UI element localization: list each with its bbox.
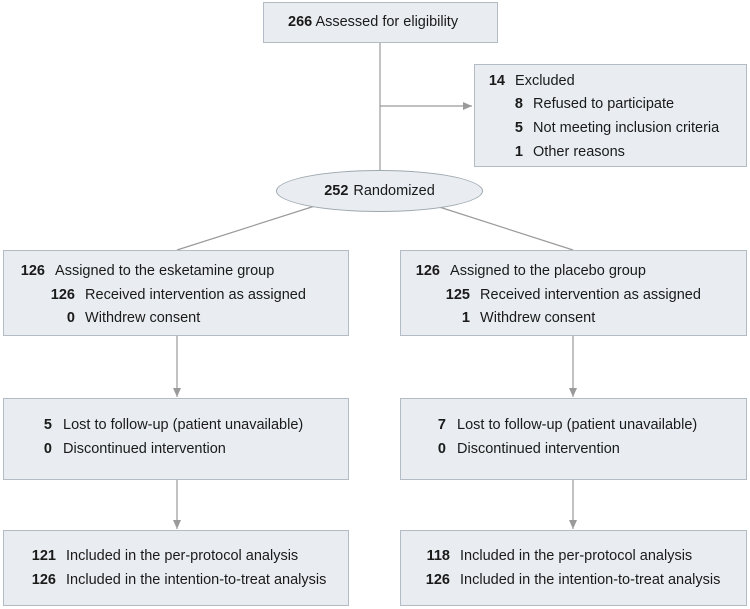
right-allocation-label: Assigned to the placebo group	[450, 263, 646, 279]
right-followup-count: 7	[437, 417, 446, 433]
assessed-count: 266	[288, 14, 313, 30]
right-analysis-label: Included in the per-protocol analysis	[460, 548, 693, 564]
right-allocation-item-label: Received intervention as assigned	[480, 287, 701, 303]
randomized-ellipse: 252 Randomized	[276, 170, 483, 212]
right-allocation-item-count: 1	[461, 310, 470, 326]
left-allocation-label: Assigned to the esketamine group	[55, 263, 275, 279]
right-allocation-item-label: Withdrew consent	[480, 310, 596, 326]
left-allocation-item-count: 126	[50, 287, 75, 303]
left-analysis-count: 126	[31, 572, 56, 588]
excluded-box: 14 Excluded 8 Refused to participate 5 N…	[474, 64, 747, 167]
left-followup-label: Lost to follow-up (patient unavailable)	[63, 417, 304, 433]
excluded-reason-label: Not meeting inclusion criteria	[533, 120, 720, 136]
right-allocation-box: 126 Assigned to the placebo group 125 Re…	[400, 250, 747, 336]
excluded-reason-count: 8	[514, 96, 523, 112]
right-followup-count: 0	[437, 441, 446, 457]
excluded-reason-label: Other reasons	[533, 144, 625, 160]
left-analysis-label: Included in the intention-to-treat analy…	[66, 572, 327, 588]
excluded-reason-count: 5	[514, 120, 523, 136]
right-allocation-item-count: 125	[445, 287, 470, 303]
left-analysis-box: 121 Included in the per-protocol analysi…	[3, 530, 349, 606]
left-followup-count: 5	[43, 417, 52, 433]
assessed-box: 266 Assessed for eligibility	[263, 2, 498, 43]
left-analysis-count: 121	[31, 548, 56, 564]
assessed-label: Assessed for eligibility	[315, 14, 459, 30]
right-followup-label: Lost to follow-up (patient unavailable)	[457, 417, 698, 433]
excluded-reason-label: Refused to participate	[533, 96, 675, 112]
left-allocation-item-label: Received intervention as assigned	[85, 287, 306, 303]
left-allocation-box: 126 Assigned to the esketamine group 126…	[3, 250, 349, 336]
excluded-label: Excluded	[515, 73, 575, 89]
right-followup-box: 7 Lost to follow-up (patient unavailable…	[400, 398, 747, 480]
left-followup-box: 5 Lost to follow-up (patient unavailable…	[3, 398, 349, 480]
left-followup-count: 0	[43, 441, 52, 457]
right-followup-label: Discontinued intervention	[457, 441, 620, 457]
right-analysis-box: 118 Included in the per-protocol analysi…	[400, 530, 747, 606]
right-analysis-count: 126	[425, 572, 450, 588]
excluded-count: 14	[488, 73, 505, 89]
left-followup-label: Discontinued intervention	[63, 441, 226, 457]
randomized-count: 252	[324, 183, 349, 199]
left-allocation-item-count: 0	[66, 310, 75, 326]
right-analysis-count: 118	[426, 548, 450, 564]
line-randomized-to-right	[432, 204, 574, 251]
line-randomized-to-left	[176, 204, 319, 251]
left-analysis-label: Included in the per-protocol analysis	[66, 548, 299, 564]
left-allocation-item-label: Withdrew consent	[85, 310, 201, 326]
right-analysis-label: Included in the intention-to-treat analy…	[460, 572, 721, 588]
excluded-reason-count: 1	[514, 144, 523, 160]
left-allocation-count: 126	[20, 263, 45, 279]
randomized-label: Randomized	[353, 183, 435, 199]
right-allocation-count: 126	[415, 263, 440, 279]
